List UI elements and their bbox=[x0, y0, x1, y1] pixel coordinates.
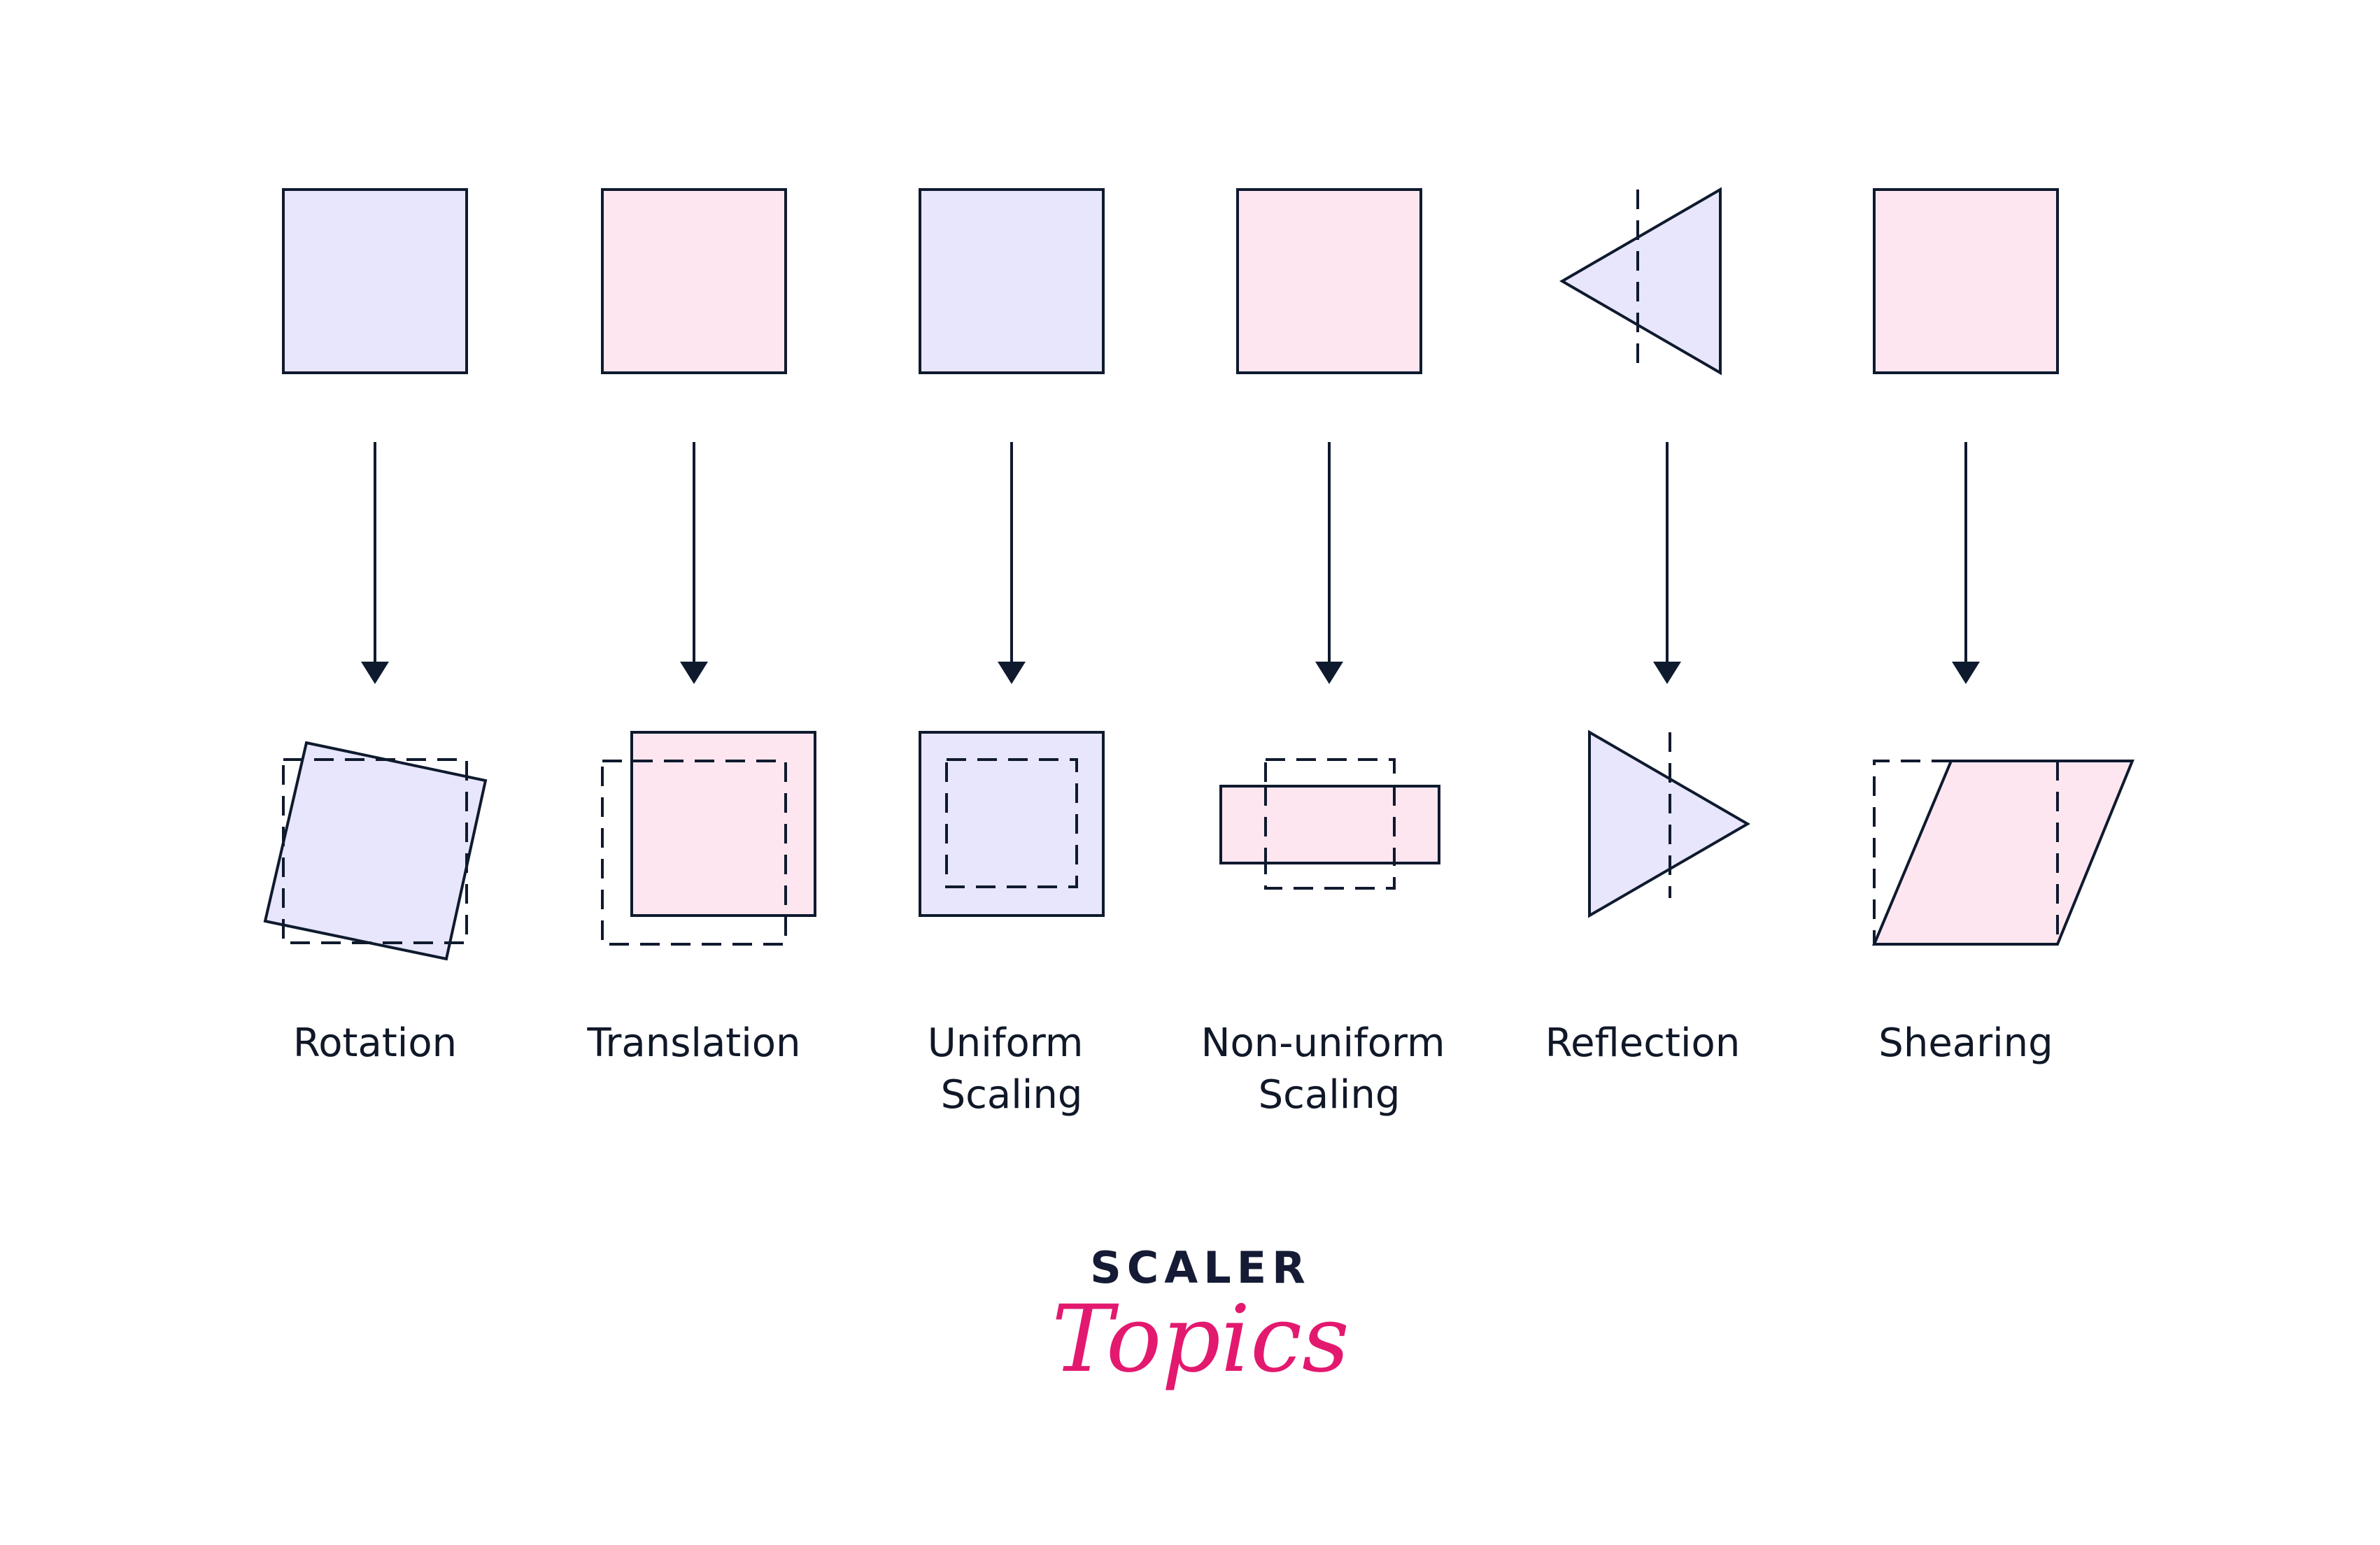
scaler-topics-logo: SCALER Topics bbox=[1051, 1242, 1350, 1393]
uniform-scaling-column: Uniform Scaling bbox=[919, 188, 1105, 1118]
shearing-arrow bbox=[1952, 442, 1980, 684]
translation-column: Translation bbox=[586, 188, 816, 1066]
translation-arrow bbox=[680, 442, 708, 684]
non-uniform-scaling-arrow bbox=[1315, 442, 1343, 684]
shearing-original-outline bbox=[1873, 760, 1951, 944]
non-uniform-scaling-label: Non-uniform Scaling bbox=[1201, 1020, 1458, 1118]
rotation-label: Rotation bbox=[293, 1020, 457, 1066]
non-uniform-scaling-transformed-shape bbox=[1219, 785, 1440, 864]
shearing-transformed-shape bbox=[1871, 760, 2134, 946]
shearing-column: Shearing bbox=[1871, 188, 2134, 1066]
non-uniform-scaling-original-shape bbox=[1236, 188, 1422, 374]
reflection-arrow bbox=[1653, 442, 1681, 684]
reflection-label: Reflection bbox=[1545, 1020, 1741, 1066]
shearing-label: Shearing bbox=[1878, 1020, 2053, 1066]
reflection-column: Reflection bbox=[1545, 187, 1750, 1066]
translation-original-shape bbox=[601, 188, 787, 374]
rotation-column: Rotation bbox=[263, 188, 488, 1066]
shearing-original-shape bbox=[1873, 188, 2059, 374]
uniform-scaling-original-shape bbox=[919, 188, 1105, 374]
reflection-original-shape bbox=[1559, 187, 1722, 376]
logo-script: Topics bbox=[1051, 1286, 1350, 1393]
uniform-scaling-transformed-shape bbox=[919, 731, 1105, 917]
logo-wordmark: SCALER bbox=[1090, 1242, 1311, 1293]
uniform-scaling-arrow bbox=[998, 442, 1026, 684]
translation-transformed-shape bbox=[630, 731, 816, 917]
translation-label: Translation bbox=[586, 1020, 800, 1066]
non-uniform-scaling-column: Non-uniform Scaling bbox=[1201, 188, 1458, 1118]
rotation-original-shape bbox=[282, 188, 468, 374]
uniform-scaling-original-outline bbox=[945, 758, 1078, 888]
uniform-scaling-label: Uniform Scaling bbox=[928, 1020, 1096, 1118]
rotation-transformed-shape bbox=[263, 741, 488, 961]
rotation-arrow bbox=[361, 442, 389, 684]
